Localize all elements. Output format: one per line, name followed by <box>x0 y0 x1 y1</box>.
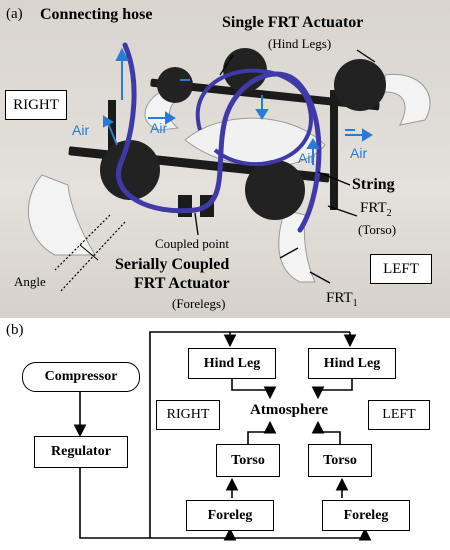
front-right-leg <box>278 209 316 283</box>
frt2-text: FRT <box>360 200 387 216</box>
robot-illustration <box>28 42 431 293</box>
hose-loop <box>195 68 313 166</box>
coupled-point-label: Coupled point <box>155 236 230 251</box>
frt1-text: FRT <box>326 290 353 306</box>
air-label-4: Air <box>350 145 368 161</box>
air-label-2: Air <box>150 120 168 136</box>
panel-a-label: (a) <box>6 6 23 22</box>
foreleg-left-box: Foreleg <box>322 500 410 531</box>
gear-disc-5 <box>157 67 193 103</box>
left-label-b: LEFT <box>368 400 430 430</box>
gear-disc-1 <box>100 140 160 200</box>
compressor-box: Compressor <box>22 362 140 392</box>
right-label-b: RIGHT <box>156 400 220 430</box>
right-label-a: RIGHT <box>5 90 67 120</box>
torso-label: (Torso) <box>358 222 397 237</box>
atmosphere-label: Atmosphere <box>250 402 329 418</box>
front-left-leg <box>28 174 96 256</box>
connecting-hose <box>116 42 322 233</box>
hind-legs-label: (Hind Legs) <box>268 36 332 51</box>
side-bar-right <box>330 90 338 210</box>
frt-actuator-label: FRT Actuator <box>134 275 230 292</box>
angle-label: Angle <box>14 274 46 289</box>
forelegs-label: (Forelegs) <box>172 296 226 311</box>
frt2-label: FRT2 <box>360 200 392 219</box>
hind-leg-left-box: Hind Leg <box>308 348 396 379</box>
string-label: String <box>352 176 395 193</box>
torso-right-box: Torso <box>216 444 280 477</box>
frt2-subscript: 2 <box>386 208 392 219</box>
regulator-box: Regulator <box>34 436 128 468</box>
hind-leg-right-box: Hind Leg <box>188 348 276 379</box>
frt1-label: FRT1 <box>326 290 358 309</box>
frt1-subscript: 1 <box>352 298 358 309</box>
torso-left-box: Torso <box>308 444 372 477</box>
gear-disc-3 <box>334 59 386 111</box>
panel-b-label: (b) <box>6 322 24 338</box>
single-frt-label: Single FRT Actuator <box>222 14 364 31</box>
connecting-hose-label: Connecting hose <box>40 6 153 23</box>
gear-disc-2 <box>245 160 305 220</box>
foreleg-right-box: Foreleg <box>186 500 274 531</box>
rear-right-leg <box>384 73 431 126</box>
air-label-1: Air <box>72 122 90 138</box>
serially-coupled-label: Serially Coupled <box>115 256 230 273</box>
air-label-3: Air <box>298 150 316 166</box>
left-label-a: LEFT <box>370 254 432 284</box>
